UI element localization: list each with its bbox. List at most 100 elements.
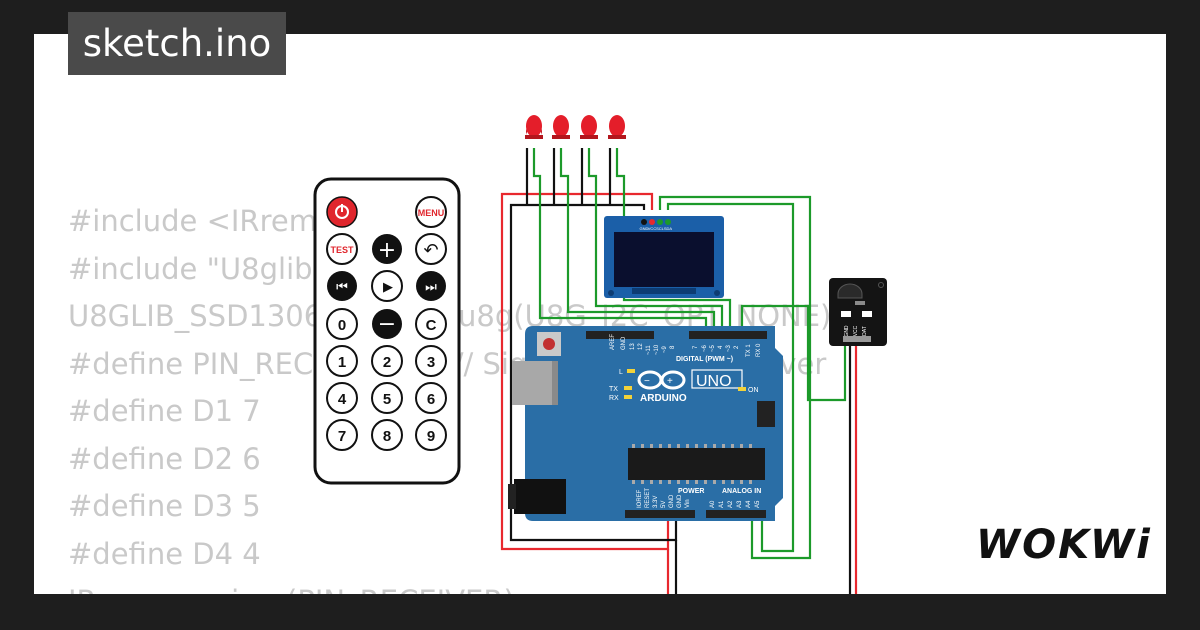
model-label: UNO	[696, 373, 732, 390]
wire-black-gnd	[509, 203, 678, 542]
pin-label: ~5	[710, 344, 716, 352]
key-8-label: 8	[383, 428, 391, 445]
key-6[interactable]	[415, 382, 447, 414]
key-5[interactable]	[371, 382, 403, 414]
key-9-label: 9	[427, 428, 435, 445]
pin-label: GND	[677, 494, 683, 508]
prev-icon: ⏮	[336, 280, 348, 295]
back-button[interactable]	[415, 233, 447, 265]
sketch-title[interactable]: sketch.ino	[68, 12, 286, 75]
key-c[interactable]	[415, 308, 447, 340]
menu-button[interactable]	[415, 196, 447, 228]
minus-sign: −	[644, 376, 650, 387]
pin-label: 12	[638, 343, 644, 350]
test-button[interactable]	[326, 233, 358, 265]
key-2-label: 2	[383, 354, 391, 371]
wire-led3	[587, 148, 724, 333]
ir-pin-vcc: VCC	[853, 325, 859, 336]
led-tx-label: TX	[609, 386, 618, 393]
pin-label: A2	[728, 500, 734, 508]
led-3	[580, 115, 598, 139]
code-line: #define D2 6	[68, 441, 261, 476]
wire-scl	[658, 195, 812, 560]
key-4-label: 4	[338, 391, 347, 408]
header-analog	[706, 510, 766, 518]
minus-button[interactable]	[372, 309, 402, 339]
code-line: IRrecv receiver(PIN_RECEIVER);	[68, 578, 841, 594]
pin-label: 13	[630, 343, 636, 350]
led-2	[552, 115, 570, 139]
prev-button[interactable]	[327, 271, 357, 301]
pin-label: A3	[737, 500, 743, 508]
minus-icon: −	[378, 312, 396, 337]
led-array[interactable]	[525, 115, 626, 139]
next-icon: ⏭	[425, 280, 437, 295]
ir-pin-dat: DAT	[862, 326, 868, 336]
wokwi-logo: WOKWi	[976, 522, 1152, 568]
pin-label: RX 0	[756, 343, 762, 357]
key-0-label: 0	[338, 317, 346, 334]
digital-label: DIGITAL (PWM ~)	[676, 356, 733, 363]
pin-label: ~11	[646, 345, 652, 355]
pin-label: 8	[670, 345, 676, 349]
led-l-label: L	[619, 369, 623, 376]
wire-led1	[532, 148, 708, 333]
oled-pin-gnd: GND	[640, 226, 649, 231]
key-3[interactable]	[415, 345, 447, 377]
right-border	[1166, 0, 1200, 630]
pin-label: GND	[669, 494, 675, 508]
code-line: #define D3 5	[68, 489, 261, 523]
ir-remote[interactable]: MENU TEST + ↶ ⏮ ▶ ⏭ 0 − C 1 2 3 4 5 6	[313, 177, 461, 485]
key-2[interactable]	[371, 345, 403, 377]
back-icon: ↶	[423, 240, 438, 261]
key-0[interactable]	[326, 308, 358, 340]
pin-label: GND	[621, 336, 627, 350]
power-jack	[514, 479, 566, 514]
header-digital-right	[689, 331, 767, 339]
wire-sda	[666, 202, 795, 553]
plus-icon: +	[378, 238, 396, 263]
ir-pin-gnd: GND	[844, 325, 850, 337]
oled-pin-sda: SDA	[664, 226, 673, 231]
key-1-label: 1	[338, 354, 346, 371]
play-icon: ▶	[383, 280, 393, 295]
on-label: ON	[748, 387, 759, 394]
pin-label: 3.3V	[653, 496, 659, 508]
header-power	[625, 510, 695, 518]
pin-label: A5	[755, 500, 761, 508]
header-digital-left	[586, 331, 654, 339]
pin-label: TX 1	[746, 344, 752, 357]
key-1[interactable]	[326, 345, 358, 377]
key-4[interactable]	[326, 382, 358, 414]
pin-label: A4	[746, 500, 752, 508]
key-5-label: 5	[383, 391, 391, 408]
pin-label: ~6	[702, 344, 708, 352]
pin-label: Vin	[685, 499, 691, 508]
icsp-header	[757, 401, 775, 427]
power-label: POWER	[678, 488, 704, 495]
test-label: TEST	[330, 245, 354, 255]
key-c-label: C	[426, 317, 437, 334]
pin-label: RESET	[645, 488, 651, 508]
next-button[interactable]	[416, 271, 446, 301]
brand-label: ARDUINO	[640, 393, 687, 404]
pin-label: 4	[718, 345, 724, 349]
menu-label: MENU	[418, 208, 445, 218]
oled-screen	[614, 232, 714, 287]
key-9[interactable]	[415, 419, 447, 451]
plus-button[interactable]	[372, 234, 402, 264]
ir-sensor[interactable]: GND VCC DAT	[829, 278, 887, 346]
oled-pin-vcc: VCC	[648, 226, 657, 231]
wires	[500, 148, 858, 594]
arduino-uno[interactable]: AREF GND 13 12 ~11 ~10 ~9 8 7 ~6 ~5 4 ~3…	[508, 326, 783, 521]
oled-display[interactable]: GND VCC SCL SDA	[604, 216, 724, 298]
key-8[interactable]	[371, 419, 403, 451]
sensor-led	[841, 311, 851, 317]
atmega-chip	[628, 448, 765, 480]
key-3-label: 3	[427, 354, 435, 371]
wire-led2	[559, 148, 716, 333]
play-button[interactable]	[371, 270, 403, 302]
pin-label: 2	[734, 345, 740, 349]
key-7[interactable]	[326, 419, 358, 451]
